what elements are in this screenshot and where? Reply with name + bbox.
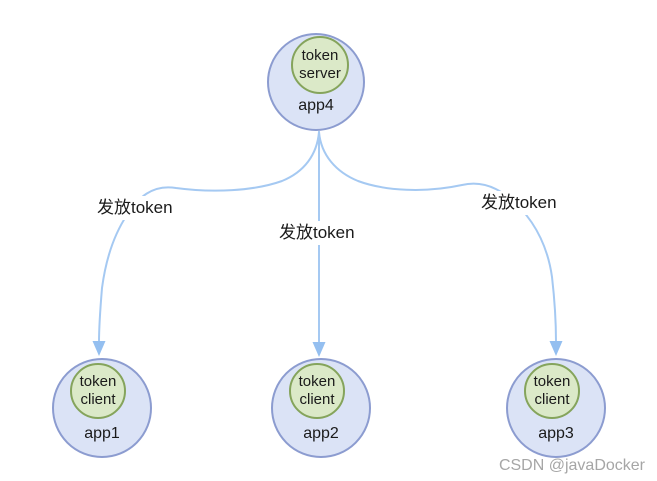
badge-line1: token [533, 373, 571, 390]
arrowhead-icon [549, 341, 563, 356]
csdn-watermark: CSDN @javaDocker [498, 457, 645, 474]
edge-label-issue-token-app1: 发放token [94, 196, 176, 220]
node-label-app1: app1 [84, 425, 120, 442]
edge-label-issue-token-app3: 发放token [478, 191, 560, 215]
arrowhead-icon [92, 341, 106, 356]
edge-label-issue-token-app2: 发放token [276, 221, 358, 245]
badge-line1: token [298, 373, 336, 390]
node-label-app4: app4 [298, 97, 334, 114]
node-app3-token-client: token client app3 [506, 358, 606, 458]
badge-line1: token [79, 373, 117, 390]
badge-line1: token [301, 47, 339, 64]
node-app2-token-client: token client app2 [271, 358, 371, 458]
badge-line2: client [299, 391, 335, 408]
badge-line2: server [299, 65, 341, 82]
token-client-badge: token client [289, 363, 345, 419]
token-client-badge: token client [524, 363, 580, 419]
token-client-badge: token client [70, 363, 126, 419]
node-app1-token-client: token client app1 [52, 358, 152, 458]
edge-app4-app3 [318, 131, 557, 343]
token-server-badge: token server [291, 36, 349, 94]
edge-app4-app1 [98, 131, 320, 343]
arrowhead-icon [312, 342, 326, 357]
node-label-app3: app3 [538, 425, 574, 442]
node-label-app2: app2 [303, 425, 339, 442]
badge-line2: client [534, 391, 570, 408]
badge-line2: client [80, 391, 116, 408]
node-app4-token-server: token server app4 [267, 33, 365, 131]
